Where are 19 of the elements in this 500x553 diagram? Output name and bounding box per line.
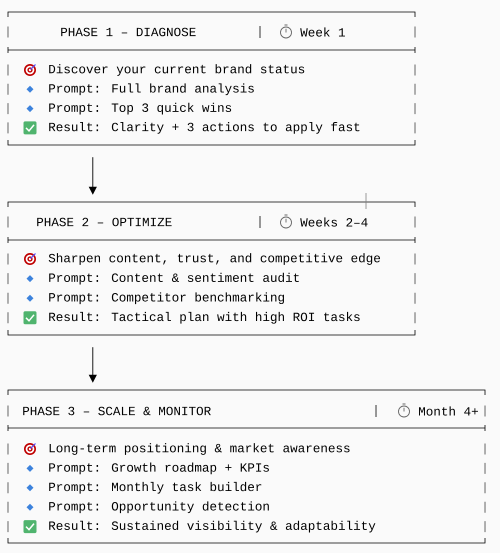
item-text: Prompt: Competitor benchmarking — [49, 292, 284, 304]
item-text: Prompt: Full brand analysis — [49, 83, 254, 96]
item-text: Prompt: Top 3 quick wins — [49, 102, 232, 114]
item-text: Result: Clarity + 3 actions to apply fast — [49, 122, 360, 134]
item-text: Prompt: Growth roadmap + KPIs — [49, 462, 269, 474]
item-text: Result: Sustained visibility & adaptability — [49, 520, 376, 532]
phase-title: PHASE 1 – DIAGNOSE — [61, 28, 196, 36]
item-text: Prompt: Opportunity detection — [49, 501, 269, 514]
item-text: Long-term positioning & market awareness — [50, 443, 350, 455]
item-text: Sharpen content, trust, and competitive edge — [48, 253, 380, 265]
phase-title: PHASE 2 – OPTIMIZE — [37, 218, 172, 226]
item-text: Discover your current brand status — [49, 64, 304, 76]
item-text: Prompt: Monthly task builder — [49, 482, 262, 494]
duration-text: Month 4+ — [419, 406, 478, 416]
phase-title: PHASE 3 – SCALE & MONITOR — [23, 406, 211, 416]
duration-text: Week 1 — [300, 27, 345, 37]
item-text: Result: Tactical plan with high ROI tasks — [49, 312, 360, 324]
duration-text: Weeks 2–4 — [300, 217, 368, 227]
item-text: Prompt: Content & sentiment audit — [49, 272, 299, 284]
